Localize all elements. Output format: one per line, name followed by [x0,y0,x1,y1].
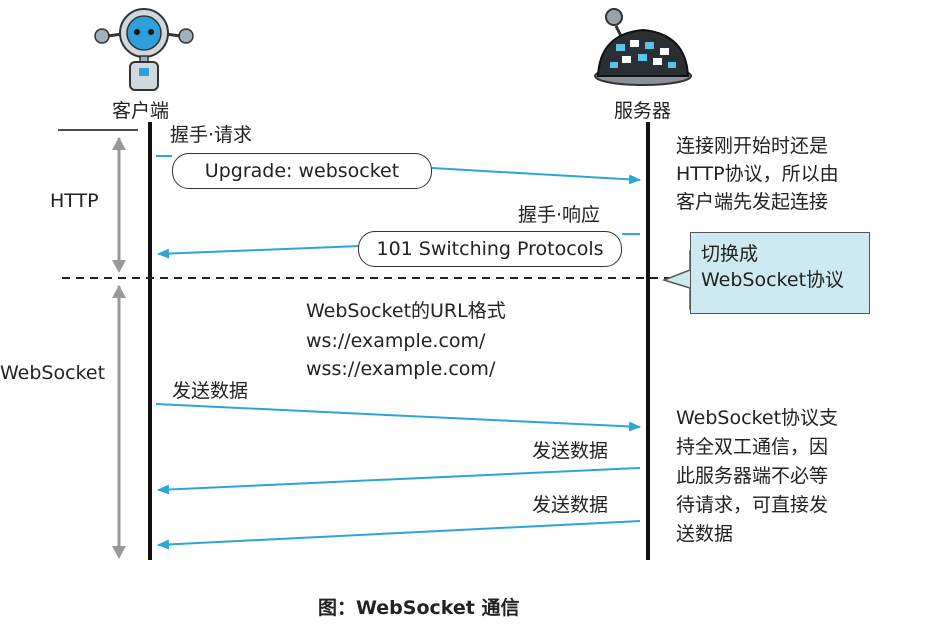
send-data-label-3: 发送数据 [532,494,609,516]
url-format-title: WebSocket的URL格式 [306,300,506,322]
send-data-label-2: 发送数据 [532,440,609,462]
switch-note-pointer [661,250,691,310]
http-phase-label: HTTP [50,190,99,212]
url-ws: ws://example.com/ [306,330,486,352]
switch-note: 切换成 WebSocket协议 [690,232,870,314]
client-label: 客户端 [112,100,170,122]
handshake-request-arrow [156,155,640,180]
url-wss: wss://example.com/ [306,358,496,380]
handshake-response-arrow [158,233,640,254]
full-duplex-note: WebSocket协议支 持全双工通信，因 此服务器端不必等 待请求，可直接发 … [676,407,839,545]
upgrade-header-pill: Upgrade: websocket [172,153,432,189]
handshake-response-label: 握手·响应 [518,204,601,226]
robot-icon [94,8,194,91]
switching-protocols-pill: 101 Switching Protocols [358,231,622,267]
send-data-arrow-1 [155,403,641,432]
http-start-note: 连接刚开始时还是 HTTP协议，所以由 客户端先发起连接 [676,135,839,213]
send-data-label-1: 发送数据 [172,380,249,402]
server-label: 服务器 [614,100,672,122]
figure-caption: 图：WebSocket 通信 [318,597,520,619]
dome-server-icon [594,8,692,86]
handshake-request-label: 握手·请求 [170,124,253,146]
send-data-arrow-3 [157,520,641,550]
websocket-phase-label: WebSocket [0,362,106,384]
http-phase-arrow [112,137,126,273]
websocket-phase-arrow [112,285,126,559]
send-data-arrow-2 [157,467,641,495]
